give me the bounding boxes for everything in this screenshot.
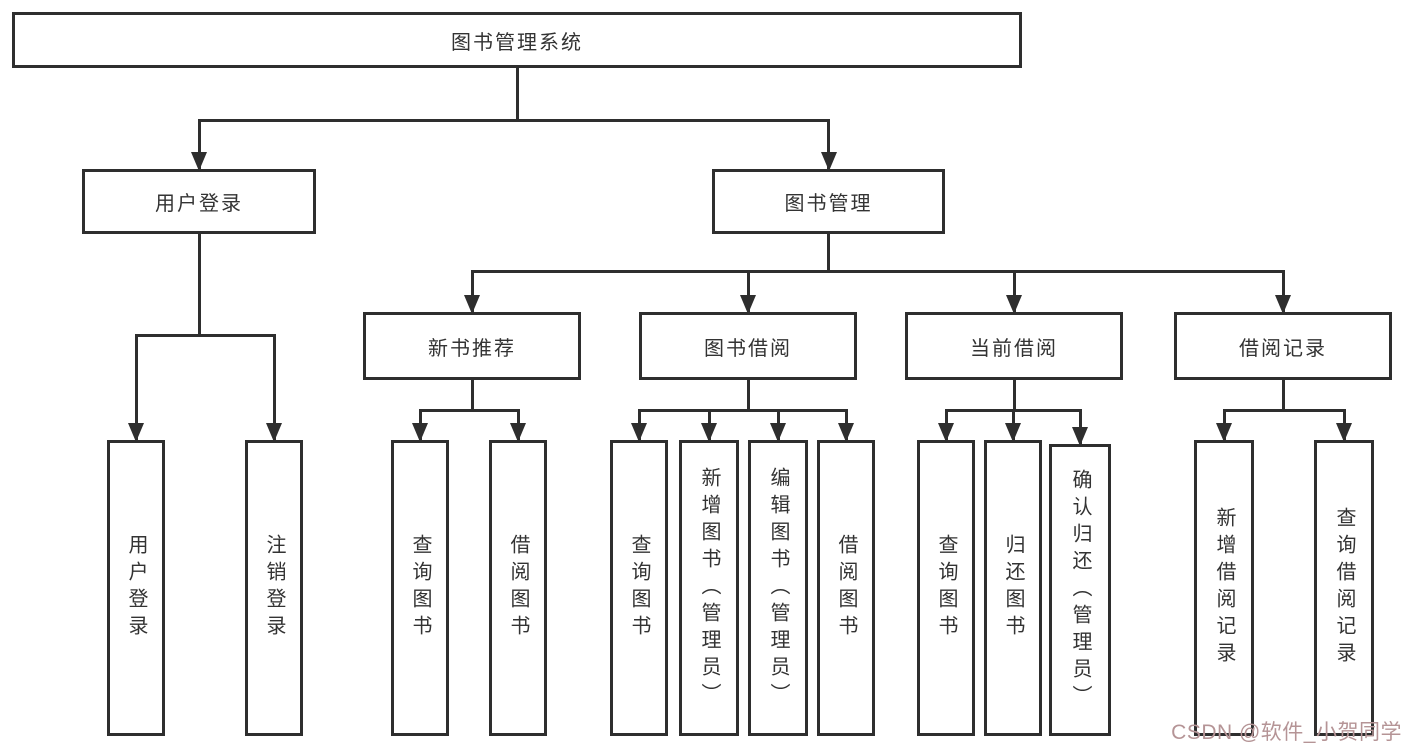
connector-line [1222,408,1346,412]
node-label-cur-query: 查询图书 [935,534,957,642]
node-label-rec2-query: 查询借阅记录 [1333,507,1355,669]
watermark: CSDN @软件_小贺同学 [1171,721,1402,744]
node-label-rec2-add: 新增借阅记录 [1213,507,1235,669]
connector-line [418,408,520,412]
node-label-rec-borrow: 借阅图书 [507,534,529,642]
node-root: 图书管理系统 [12,12,1022,68]
connector-arrowhead [740,295,756,314]
node-borrow-add: 新增图书（管理员） [679,440,739,736]
connector-arrowhead [191,152,207,171]
node-current-borrow: 当前借阅 [905,312,1123,380]
node-logout: 注销登录 [245,440,303,736]
node-label-rec-query: 查询图书 [409,534,431,642]
connector-line [1012,378,1016,410]
node-label-borrow-records: 借阅记录 [1239,337,1327,360]
connector-arrowhead [1275,295,1291,314]
connector-line [515,66,519,120]
connector-line [827,232,830,271]
connector-line [470,271,474,312]
node-label-current-borrow: 当前借阅 [970,337,1058,360]
node-label-logout: 注销登录 [263,534,285,642]
node-label-book-mgmt: 图书管理 [784,193,873,215]
node-new-book-rec: 新书推荐 [363,312,581,380]
node-label-borrow-edit: 编辑图书（管理员） [767,466,789,710]
connector-arrowhead [464,295,480,314]
connector-line [197,120,201,169]
node-cur-confirm: 确认归还（管理员） [1049,444,1111,736]
connector-arrowhead [412,423,428,442]
connector-line [1012,271,1016,312]
node-user-login: 用户登录 [82,169,316,234]
node-rec-borrow: 借阅图书 [489,440,547,736]
node-rec2-query: 查询借阅记录 [1314,440,1374,736]
node-label-borrow-borrow: 借阅图书 [835,534,857,642]
connector-arrowhead [838,423,854,442]
node-label-user-login: 用户登录 [155,193,243,215]
node-cur-return: 归还图书 [984,440,1042,736]
connector-line [1281,271,1285,312]
connector-arrowhead [631,423,647,442]
node-label-cur-return: 归还图书 [1002,534,1024,642]
node-borrow-borrow: 借阅图书 [817,440,875,736]
connector-arrowhead [1336,423,1352,442]
node-rec2-add: 新增借阅记录 [1194,440,1254,736]
node-label-user-login-leaf: 用户登录 [125,534,147,642]
connector-line [470,378,474,410]
node-label-borrow-query: 查询图书 [628,534,650,642]
node-borrow-edit: 编辑图书（管理员） [748,440,808,736]
node-label-cur-confirm: 确认归还（管理员） [1069,468,1091,712]
connector-line [134,335,138,440]
connector-arrowhead [770,423,786,442]
connector-arrowhead [1216,423,1232,442]
connector-line [746,271,750,312]
connector-arrowhead [128,423,144,442]
connector-line [197,232,201,335]
connector-arrowhead [1072,427,1088,446]
connector-arrowhead [1005,423,1021,442]
node-borrow-records: 借阅记录 [1174,312,1392,380]
node-label-book-borrow: 图书借阅 [704,337,792,360]
node-book-mgmt: 图书管理 [712,169,945,234]
connector-line [470,269,1285,273]
connector-arrowhead [938,423,954,442]
node-rec-query: 查询图书 [391,440,449,736]
connector-arrowhead [820,152,837,171]
node-book-borrow: 图书借阅 [639,312,857,380]
connector-line [272,335,276,440]
connector-line [1281,378,1285,410]
connector-arrowhead [1006,295,1022,314]
node-cur-query: 查询图书 [917,440,975,736]
connector-line [746,378,750,410]
node-label-new-book-rec: 新书推荐 [428,337,516,360]
connector-arrowhead [510,423,526,442]
node-label-root: 图书管理系统 [451,31,583,54]
connector-arrowhead [701,423,717,442]
connector-line [134,333,276,337]
node-user-login-leaf: 用户登录 [107,440,165,736]
connector-line [637,408,848,412]
connector-line [827,120,830,169]
connector-arrowhead [266,423,282,442]
connector-line [197,118,830,122]
node-label-borrow-add: 新增图书（管理员） [698,466,720,710]
node-borrow-query: 查询图书 [610,440,668,736]
